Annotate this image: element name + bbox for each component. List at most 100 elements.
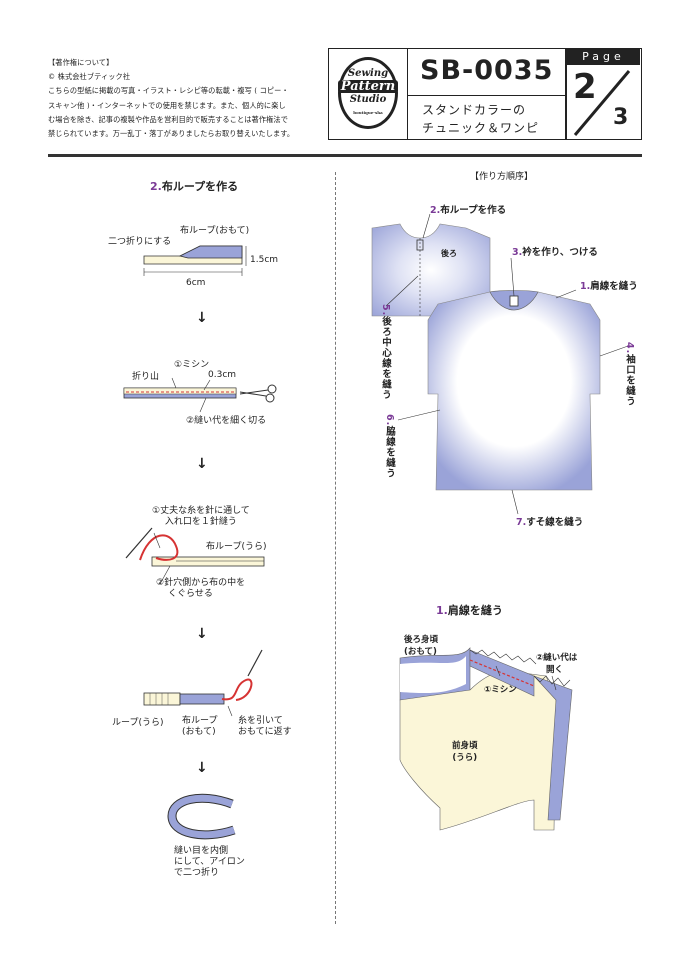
- loop-back-label: 布ループ(うら): [206, 542, 267, 552]
- front-bodice-label: 前身頃 (うら): [452, 740, 478, 764]
- scissors-icon: [239, 384, 277, 403]
- step-number: 2.: [430, 205, 441, 216]
- label-line: 後ろ身頃: [404, 635, 439, 645]
- label-line: (おもて): [182, 727, 216, 737]
- logo-text: Sewing: [347, 68, 389, 79]
- needle-thread-diagram: [125, 527, 265, 585]
- step-number: 6.: [384, 414, 395, 427]
- down-arrow-icon: ↓: [196, 760, 208, 776]
- page-indicator: Page 2 3: [566, 48, 642, 140]
- instruction-line: くぐらせる: [168, 589, 213, 599]
- step-title: 肩線を縫う: [590, 281, 638, 292]
- step-title: 袖口を縫う: [624, 354, 635, 407]
- copyright-notice: 【著作権について】 © 株式会社ブティック社 こちらの型紙に掲載の写真・イラスト…: [48, 56, 320, 141]
- copyright-line: む場合を除き、記事の複製や作品を営利目的で販売することは著作権法で: [48, 114, 288, 124]
- fold-label: 二つ折りにする: [108, 237, 172, 247]
- trim-label: ②縫い代を細く切る: [186, 416, 267, 426]
- instruction-line: 糸を引いて: [238, 716, 283, 726]
- loop-front-label-2: 布ループ (おもて): [182, 716, 217, 738]
- folded-loop-diagram: [143, 245, 247, 276]
- copyright-line: こちらの型紙に掲載の写真・イラスト・レシピ等の転載・複写 ( コピー・: [48, 86, 289, 96]
- order-title: 【作り方順序】: [470, 172, 534, 182]
- back-bodice-label: 後ろ身頃 (おもて): [404, 634, 438, 658]
- loop-front-label: 布ループ(おもて): [180, 226, 250, 236]
- column-divider: [335, 172, 336, 924]
- step-7-callout: 7.すそ線を縫う: [516, 514, 583, 528]
- down-arrow-icon: ↓: [196, 626, 208, 642]
- final-instruction: 縫い目を内側 にして、アイロン で二つ折り: [174, 846, 245, 879]
- foldline-label: 折り山: [132, 372, 160, 382]
- pattern-code: SB-0035: [420, 55, 554, 86]
- thread-instruction: ①丈夫な糸を針に通して 入れ口を１針縫う: [152, 506, 250, 528]
- copyright-line: 禁じられています。万一乱丁・落丁がありましたらお取り替えいたします。: [48, 129, 295, 139]
- instruction-line: ②針穴側から布の中を: [156, 578, 246, 588]
- label-line: (うら): [452, 753, 478, 763]
- left-step-heading: 2.布ループを作る: [150, 178, 238, 194]
- step-3-callout: 3.衿を作り、つける: [512, 244, 598, 258]
- step-number: 5.: [380, 304, 391, 317]
- logo-text: boutique-sha: [353, 110, 383, 115]
- subtitle-line: スタンドカラーの: [422, 103, 527, 117]
- label-line: 開く: [546, 665, 564, 675]
- step-title: 後ろ中心線を縫う: [380, 316, 391, 401]
- step-number: 4.: [624, 342, 635, 355]
- back-label: 後ろ: [441, 249, 457, 258]
- length-label: 6cm: [186, 278, 206, 288]
- page-total: 3: [613, 105, 629, 130]
- instruction-line: ①丈夫な糸を針に通して: [152, 506, 250, 516]
- step-2-callout: 2.布ループを作る: [430, 202, 506, 216]
- step-title: 脇線を縫う: [384, 426, 395, 479]
- instruction-line: 縫い目を内側: [174, 846, 229, 856]
- step-title: 肩線を縫う: [447, 604, 503, 617]
- step-title: 布ループを作る: [440, 205, 507, 216]
- step-6-callout: 6.脇線を縫う: [382, 414, 396, 479]
- step-number: 7.: [516, 517, 527, 528]
- copyright-line: © 株式会社ブティック社: [48, 72, 131, 82]
- step-5-callout: 5.後ろ中心線を縫う: [378, 304, 392, 400]
- down-arrow-icon: ↓: [196, 310, 208, 326]
- instruction-line: で二つ折り: [174, 868, 220, 878]
- step-title: 布ループを作る: [161, 180, 239, 193]
- label-line: 布ループ: [182, 716, 218, 726]
- header-rule: [48, 154, 642, 157]
- open-allowance-label: ②縫い代は 開く: [536, 652, 577, 676]
- subtitle-line: チュニック＆ワンピ: [422, 121, 540, 135]
- turn-instruction: 糸を引いて おもてに返す: [238, 716, 292, 738]
- instruction-line: にして、アイロン: [174, 857, 245, 867]
- shoulder-seam-diagram: [399, 647, 573, 831]
- step-4-callout: 4.袖口を縫う: [622, 342, 636, 407]
- tunic-diagram: [397, 257, 629, 515]
- logo-emblem: Sewing Pattern Studio boutique-sha: [337, 57, 399, 129]
- page-number: 2: [573, 67, 597, 107]
- logo-text: Pattern: [337, 80, 399, 93]
- logo-text: Studio: [349, 94, 387, 105]
- width-label: 1.5cm: [250, 255, 279, 265]
- page-slash: [573, 70, 631, 136]
- step-title: すそ線を縫う: [526, 517, 584, 528]
- detail-heading: 1.肩線を縫う: [436, 602, 503, 618]
- step-1-callout: 1.肩線を縫う: [580, 278, 638, 292]
- divider: [408, 95, 565, 96]
- loop-back-label-2: ループ(うら): [112, 718, 164, 728]
- label-line: (おもて): [404, 647, 437, 657]
- copyright-line: スキャン他 )・インターネットでの使用を禁じます。また、個人的に楽し: [48, 100, 286, 110]
- step-number: 1.: [580, 281, 591, 292]
- pattern-title-box: SB-0035 スタンドカラーの チュニック＆ワンピ: [408, 48, 566, 140]
- step-number: 3.: [512, 247, 523, 258]
- step-number: 1.: [436, 604, 448, 617]
- step-number: 2.: [150, 180, 162, 193]
- brand-logo: Sewing Pattern Studio boutique-sha: [328, 48, 408, 140]
- pattern-subtitle: スタンドカラーの チュニック＆ワンピ: [422, 101, 539, 137]
- label-line: 前身頃: [452, 741, 478, 751]
- sew-label: ①ミシン: [174, 360, 210, 370]
- down-arrow-icon: ↓: [196, 456, 208, 472]
- seam-allowance-label: 0.3cm: [208, 370, 237, 380]
- instruction-line: 入れ口を１針縫う: [164, 517, 237, 527]
- turning-loop-diagram: [143, 649, 263, 717]
- instruction-line: おもてに返す: [238, 727, 292, 737]
- copyright-line: 【著作権について】: [48, 58, 114, 67]
- sewn-strip-diagram: [123, 377, 277, 413]
- pull-instruction: ②針穴側から布の中を くぐらせる: [156, 578, 245, 600]
- back-bodice-diagram: [371, 213, 491, 317]
